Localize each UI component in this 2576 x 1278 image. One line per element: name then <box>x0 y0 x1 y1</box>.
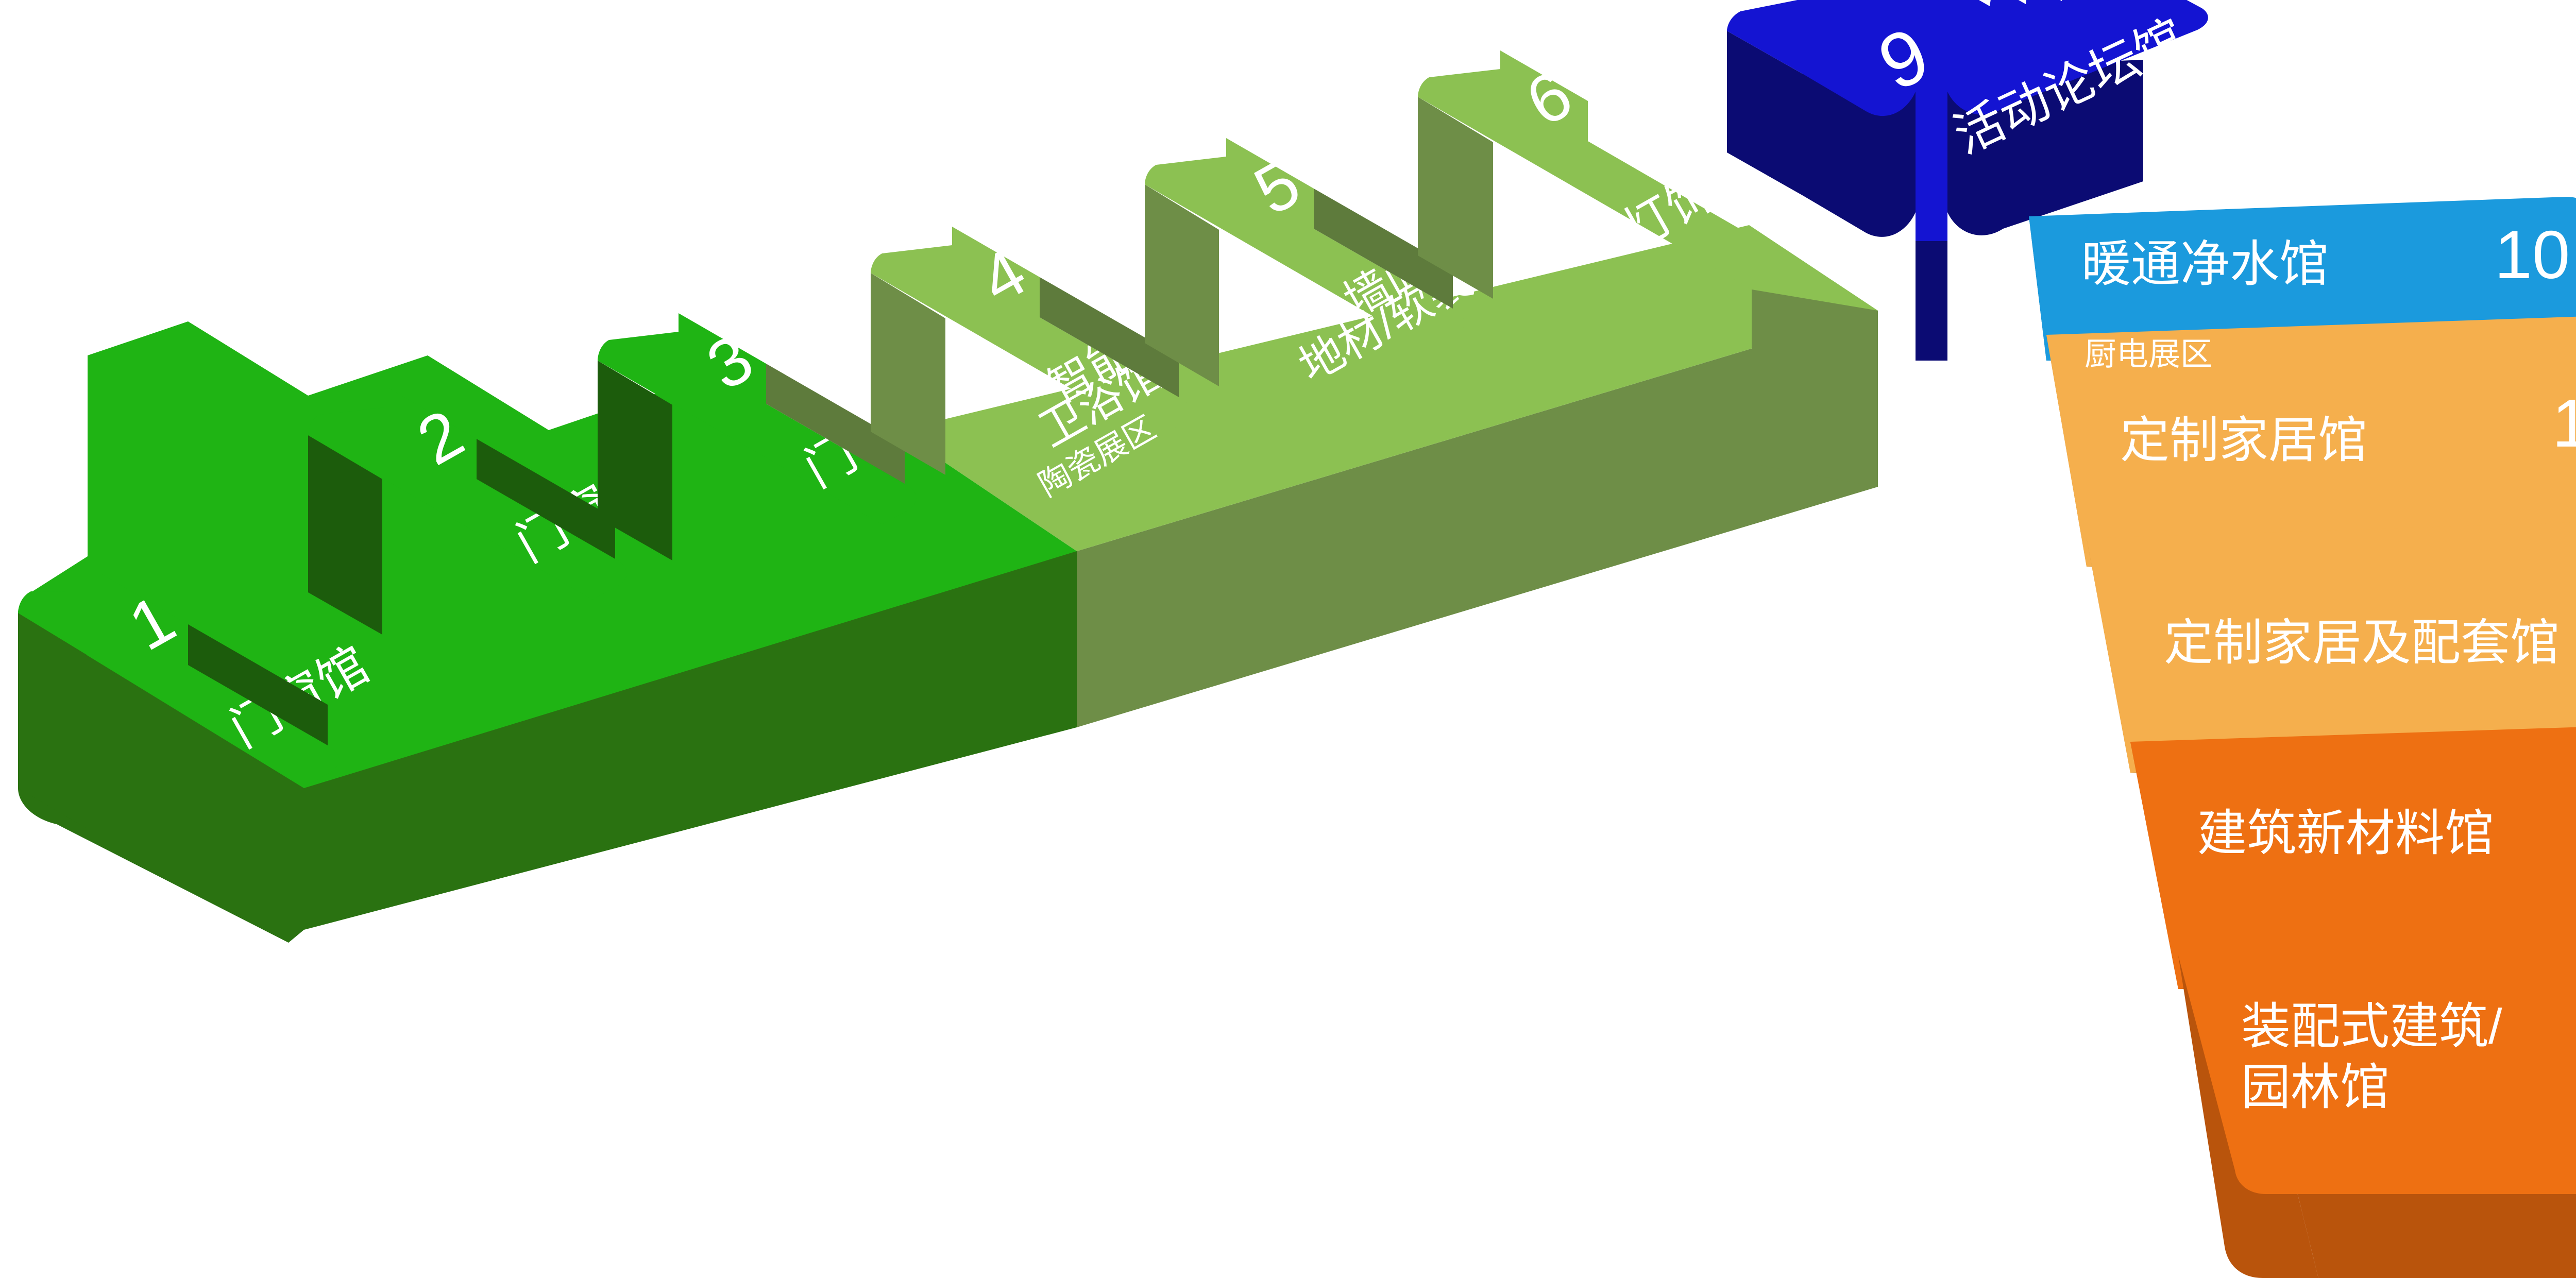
hall-11-number-lbl: 11 <box>2552 385 2576 461</box>
green-light-block <box>897 225 1878 727</box>
hall-9-left-wall <box>1727 31 1803 196</box>
hall-16-deck <box>2178 943 2576 1194</box>
hall-10-name-lbl: 暖通净水馆 <box>2081 236 2329 292</box>
hall-1-left-wall <box>18 613 87 828</box>
hall-16-name-l2-lbl: 园林馆 <box>2241 1060 2389 1115</box>
hall-9-block[interactable]: 9 活动论坛馆 <box>1727 0 2208 361</box>
hall-2-left-wall <box>308 435 382 635</box>
hall-2-step[interactable]: 2 门窗馆 <box>188 388 664 745</box>
hall-5-riser-dark <box>1040 277 1179 397</box>
hall-2-deck <box>308 388 627 600</box>
hall-15-deck <box>2130 727 2576 989</box>
hall-6-left-wall <box>1418 97 1493 299</box>
hall-10-deck <box>2029 197 2576 361</box>
hall-11-slab[interactable]: 厨电展区 定制家居馆 11 <box>2046 315 2576 567</box>
hall-14-deck <box>2087 522 2576 773</box>
hall-3-left-wall <box>598 361 672 560</box>
green-light-deck-surface <box>897 225 1878 551</box>
hall-3-deck <box>598 313 917 524</box>
hall-16-slab[interactable]: 装配式建筑/ 园林馆 16 <box>2178 936 2576 1278</box>
hall-10-number-lbl: 10 <box>2495 217 2570 293</box>
hall-3-riser-dark <box>477 439 615 559</box>
hall-4-riser-dark <box>766 364 905 484</box>
hall-9-front-left-wall <box>1803 60 2143 361</box>
green-light-end-wall <box>1752 289 1878 487</box>
hall-11-deck <box>2046 316 2576 567</box>
hall-6-deck <box>1418 50 1786 289</box>
hall-10-zone-lbl: 厨电展区 <box>2084 336 2212 372</box>
hall-15-name-lbl: 建筑新材料馆 <box>2197 806 2494 861</box>
hall-14-name-lbl: 定制家居及配套馆 <box>2164 615 2560 670</box>
hall-14-slab[interactable]: 定制家居及配套馆 14 <box>2087 519 2576 773</box>
green-light-front-wall <box>1077 311 1878 727</box>
hall-9-deck <box>1727 0 2208 241</box>
hall-2-riser-dark <box>188 624 328 745</box>
hall-11-name-lbl: 定制家居馆 <box>2120 413 2367 468</box>
hall-15-slab[interactable]: 建筑新材料馆 15 <box>2130 722 2576 989</box>
hall-16-name-l1-lbl: 装配式建筑/ <box>2241 999 2502 1054</box>
hall-1-deck <box>18 574 340 787</box>
hall-4-left-wall <box>871 273 945 475</box>
hall-5-left-wall <box>1145 184 1219 386</box>
hall-6-riser-dark <box>1314 189 1453 309</box>
hall-5-deck <box>1145 138 1465 349</box>
hall-4-deck <box>871 227 1191 438</box>
